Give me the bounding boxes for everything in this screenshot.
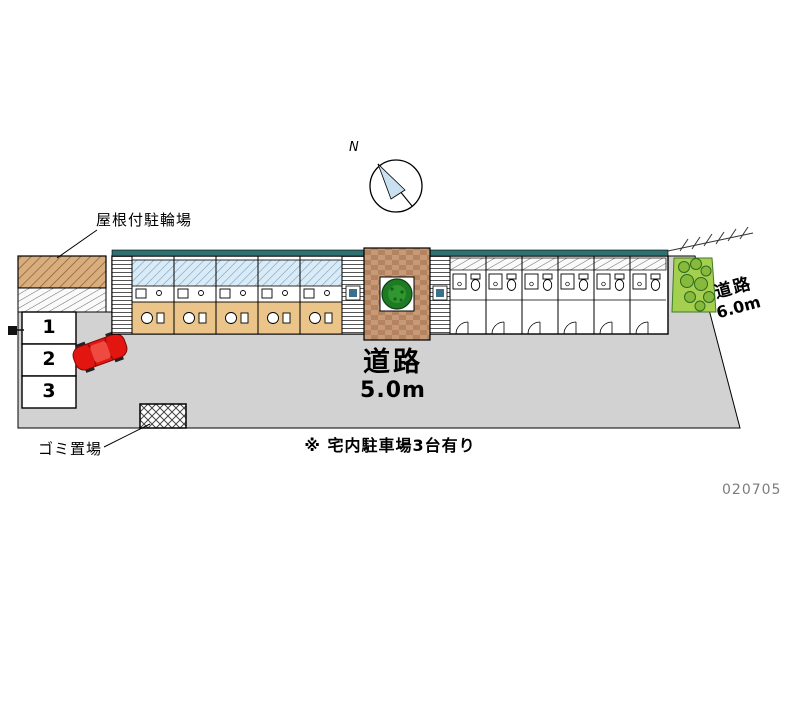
courtyard-tree bbox=[381, 278, 413, 310]
parking-space-3: 3 bbox=[42, 380, 56, 402]
compass bbox=[369, 159, 423, 213]
parking-space-1: 1 bbox=[42, 316, 56, 338]
bicycle-parking bbox=[17, 255, 107, 313]
garbage-box bbox=[139, 403, 187, 429]
compass-needle bbox=[377, 163, 406, 200]
bicycle-parking-label: 屋根付駐輪場 bbox=[96, 211, 193, 229]
parking-stalls bbox=[8, 311, 77, 409]
slope-boundary bbox=[667, 226, 754, 252]
parking-space-2: 2 bbox=[42, 348, 56, 370]
road-bottom-name: 道路 bbox=[363, 347, 423, 378]
planting-area bbox=[671, 257, 717, 313]
stair-left bbox=[111, 255, 133, 335]
road-bottom-label: 道路 5.0m bbox=[323, 347, 463, 403]
compass-north-label: N bbox=[349, 140, 359, 155]
road-bottom-width: 5.0m bbox=[360, 378, 426, 404]
leader-lines bbox=[56, 229, 151, 448]
courtyard bbox=[363, 247, 431, 341]
utility-marker bbox=[8, 326, 17, 335]
garbage-area-label: ゴミ置場 bbox=[38, 440, 103, 458]
parking-note: ※ 宅内駐車場3台有り bbox=[304, 436, 476, 455]
plan-number: 020705 bbox=[722, 482, 782, 498]
